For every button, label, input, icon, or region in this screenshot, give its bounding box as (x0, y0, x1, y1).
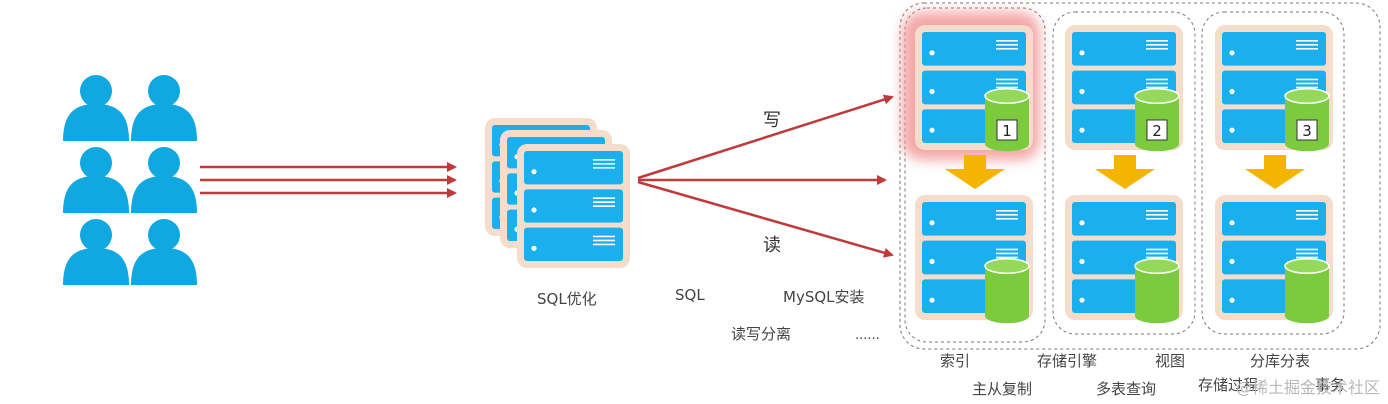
db-group-2: 2 (1065, 25, 1183, 324)
user-icon (63, 75, 129, 141)
watermark: @稀土掘金技术社区 (1235, 378, 1380, 397)
db-group-1: 1 (915, 25, 1033, 324)
database-icon: 1 (984, 87, 1030, 152)
slave-server (1065, 195, 1183, 320)
sharding-label: 分库分表 (1250, 352, 1311, 370)
replication-arrow (945, 155, 1005, 189)
master-slave-label: 主从复制 (972, 380, 1033, 398)
db-cluster-boundary (899, 2, 1381, 350)
svg-text:1: 1 (1002, 122, 1012, 140)
users-to-server-arrows (200, 162, 457, 198)
ellipsis-label: ...... (855, 328, 880, 343)
db-group-3: 3 (1215, 25, 1333, 324)
index-label: 索引 (940, 352, 971, 370)
view-label: 视图 (1155, 352, 1186, 370)
user-icon (131, 219, 197, 285)
svg-text:3: 3 (1302, 122, 1312, 140)
storage-engine-label: 存储引擎 (1037, 352, 1098, 370)
transaction-label: 事务 (1315, 376, 1346, 394)
user-icon (63, 219, 129, 285)
replication-arrow (1095, 155, 1155, 189)
multi-table-query-label: 多表查询 (1096, 380, 1157, 398)
mysql-install-label: MySQL安装 (783, 288, 865, 306)
write-label: 写 (763, 110, 781, 131)
db-number-badge: 3 (1296, 119, 1318, 141)
database-icon (984, 257, 1030, 324)
app-server-stack (485, 118, 630, 268)
svg-text:2: 2 (1152, 122, 1162, 140)
user-icon (63, 147, 129, 213)
sql-label: SQL (675, 286, 705, 304)
user-icon (131, 147, 197, 213)
database-icon (1284, 257, 1330, 324)
db-group-boundary-1 (904, 7, 1046, 343)
stored-procedure-label: 存储过程 (1198, 376, 1259, 394)
user-icon (131, 75, 197, 141)
db-group-boundary-2 (1052, 11, 1196, 335)
db-group-boundary-3 (1201, 11, 1345, 335)
app-server (517, 144, 630, 268)
read-label: 读 (763, 235, 781, 256)
sql-optimize-label: SQL优化 (537, 290, 597, 308)
users-group (63, 75, 197, 285)
db-number-badge: 1 (996, 119, 1018, 141)
db-groups: 1 2 3 (915, 25, 1333, 324)
database-icon (1134, 257, 1180, 324)
master-server (1215, 25, 1333, 150)
database-icon: 3 (1284, 87, 1330, 152)
rw-split-label: 读写分离 (731, 325, 792, 343)
server-to-db-arrows (637, 94, 894, 258)
db-number-badge: 2 (1146, 119, 1168, 141)
database-icon: 2 (1134, 87, 1180, 152)
replication-arrow (1245, 155, 1305, 189)
